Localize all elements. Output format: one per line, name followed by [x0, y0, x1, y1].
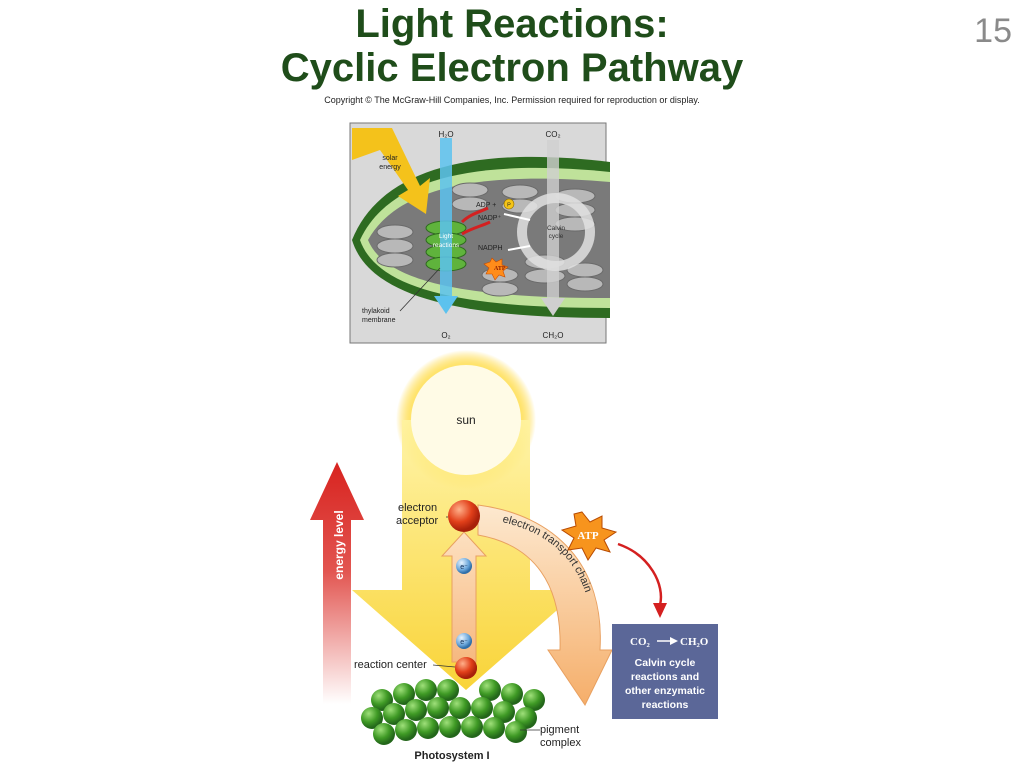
cyclic-pathway-diagram: energy level sun electron transport chai… — [310, 350, 718, 762]
oxygen-arrowhead — [434, 296, 458, 314]
phosphate-icon — [503, 198, 515, 210]
adp-label: ADP + — [476, 202, 496, 209]
slide-title-line2: Cyclic Electron Pathway — [280, 46, 744, 90]
electron-acceptor — [448, 500, 480, 532]
sun — [411, 365, 521, 475]
photosystem-label: Photosystem I — [414, 750, 489, 762]
nadph-from-calvin-arrow — [507, 245, 531, 251]
calvin-box-line4: reactions — [642, 699, 689, 711]
calvin-box-co2: CO₂ — [630, 636, 651, 648]
sugar-arrowhead — [541, 298, 565, 316]
atp-burst — [560, 511, 618, 561]
co2-label: CO₂ — [545, 130, 560, 139]
water-flow-arrow — [440, 138, 452, 298]
electron-transport-chain-arrow — [477, 504, 613, 706]
calvin-box-line2: reactions and — [631, 671, 699, 683]
light-label-1: Light — [439, 233, 453, 240]
chloroplast-panel: H₂O CO₂ O₂ CH₂O solar energy ADP + P NAD… — [349, 122, 610, 344]
acceptor-label-1: electron — [398, 502, 437, 514]
electron-upper-label: e⁻ — [460, 564, 468, 571]
solar-label-1: solar — [382, 155, 398, 162]
calvin-box-line1: Calvin cycle — [635, 657, 696, 669]
copyright-notice: Copyright © The McGraw-Hill Companies, I… — [324, 95, 700, 105]
thylakoid-label-1: thylakoid — [362, 308, 390, 315]
solar-label-2: energy — [379, 164, 401, 171]
carbon-flow-arrow — [547, 140, 559, 300]
calvin-box-line3: other enzymatic — [625, 685, 705, 697]
calvin-box-arrow-head — [670, 637, 678, 645]
nadp-red-arrow — [461, 220, 491, 236]
pigment-complex — [361, 657, 545, 745]
pigment-label-2: complex — [540, 737, 581, 749]
nadph-label: NADPH — [478, 245, 503, 252]
calvin-label-2: cycle — [549, 233, 564, 240]
calvin-cycle-circle — [517, 193, 595, 271]
light-label-2: reactions — [433, 242, 460, 249]
thylakoid-label-2: membrane — [362, 317, 396, 324]
calvin-label-1: Calvin — [547, 225, 565, 232]
reaction-center-pointer — [432, 664, 456, 668]
slide-title-line1: Light Reactions: — [355, 2, 669, 46]
energy-level-label: energy level — [332, 510, 346, 579]
o2-label: O₂ — [441, 331, 450, 340]
thylakoid-pointer — [399, 267, 441, 312]
atp-to-calvin-arrow — [617, 542, 663, 606]
ch2o-label: CH₂O — [543, 331, 564, 340]
sun-label: sun — [456, 413, 475, 427]
solar-energy-arrow — [352, 128, 430, 214]
acceptor-label-2: acceptor — [396, 515, 439, 527]
small-atp-burst — [483, 257, 509, 281]
energy-level-arrow — [310, 462, 364, 704]
pigment-label-1: pigment — [540, 724, 579, 736]
atp-label: ATP — [577, 530, 598, 542]
atp-to-calvin-arrowhead — [653, 603, 667, 618]
electron-lower-label: e⁻ — [460, 639, 468, 646]
adp-to-calvin-arrow — [503, 213, 531, 221]
calvin-box-ch2o: CH₂O — [680, 636, 709, 648]
small-atp-label: ATP — [494, 266, 506, 272]
calvin-box — [612, 624, 718, 719]
adp-red-arrow — [460, 206, 489, 224]
h2o-label: H₂O — [438, 130, 453, 139]
electron-upper — [456, 558, 472, 574]
nadp-label: NADP⁺ — [478, 215, 501, 222]
electron-lower — [456, 633, 472, 649]
electron-excitation-arrow — [440, 531, 488, 663]
phosphate-label: P — [507, 203, 511, 209]
reaction-center-label: reaction center — [354, 659, 427, 671]
slide-number: 15 — [974, 12, 1012, 50]
